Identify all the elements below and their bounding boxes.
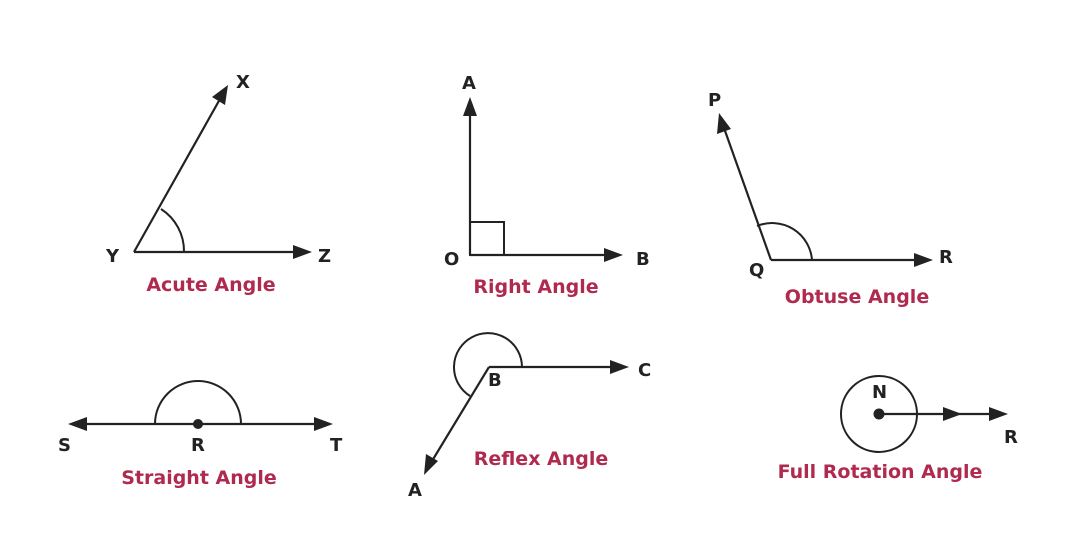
reflex-angle-arc [453,332,523,397]
full-rotation-vertex-dot [873,408,885,420]
right-angle-figure: A O B Right Angle [444,73,650,298]
full-rotation-point-n: N [872,382,887,403]
right-point-b: B [636,249,650,270]
straight-vertex-dot [193,419,203,429]
right-arrowhead-a [463,97,477,116]
obtuse-arm-qp [722,127,773,261]
acute-point-y: Y [105,246,120,267]
reflex-arm-ba [431,366,490,462]
straight-point-t: T [330,435,343,456]
full-rotation-point-r: R [1004,427,1018,448]
acute-point-x: X [236,72,250,93]
straight-arrowhead-s [68,417,87,431]
reflex-point-a: A [408,480,422,501]
full-rotation-angle-caption: Full Rotation Angle [778,461,983,483]
obtuse-point-q: Q [749,260,764,281]
straight-point-r: R [191,435,205,456]
right-arrowhead-b [604,248,623,262]
full-rotation-arrowhead-inner [943,407,962,421]
acute-angle-figure: X Y Z Acute Angle [105,72,331,296]
obtuse-arrowhead-r [914,253,933,267]
reflex-arrowhead-a [424,454,438,475]
right-angle-caption: Right Angle [473,276,598,298]
acute-angle-caption: Acute Angle [146,274,275,296]
right-point-a: A [462,73,476,94]
reflex-point-b: B [488,370,502,391]
right-point-o: O [444,249,459,270]
obtuse-angle-arc [756,222,813,261]
obtuse-angle-caption: Obtuse Angle [785,286,929,308]
acute-point-z: Z [318,246,331,267]
obtuse-angle-figure: P Q R Obtuse Angle [708,90,953,308]
reflex-angle-figure: B C A Reflex Angle [408,332,651,501]
acute-arrowhead-x [212,85,228,105]
right-angle-square [469,221,505,256]
obtuse-arrowhead-p [717,113,731,134]
straight-arrowhead-t [314,417,333,431]
full-rotation-arrowhead-outer [989,407,1008,421]
acute-arrowhead-z [293,245,312,259]
obtuse-point-p: P [708,90,721,111]
full-rotation-angle-figure: N R Full Rotation Angle [778,375,1018,483]
reflex-arrowhead-c [610,360,629,374]
obtuse-point-r: R [939,247,953,268]
straight-angle-caption: Straight Angle [121,467,277,489]
acute-arm-yx [133,98,221,253]
acute-angle-arc [160,208,186,253]
reflex-point-c: C [638,360,651,381]
straight-angle-figure: S R T Straight Angle [58,380,343,489]
straight-point-s: S [58,435,71,456]
straight-angle-arc [154,380,242,425]
reflex-angle-caption: Reflex Angle [474,448,609,470]
